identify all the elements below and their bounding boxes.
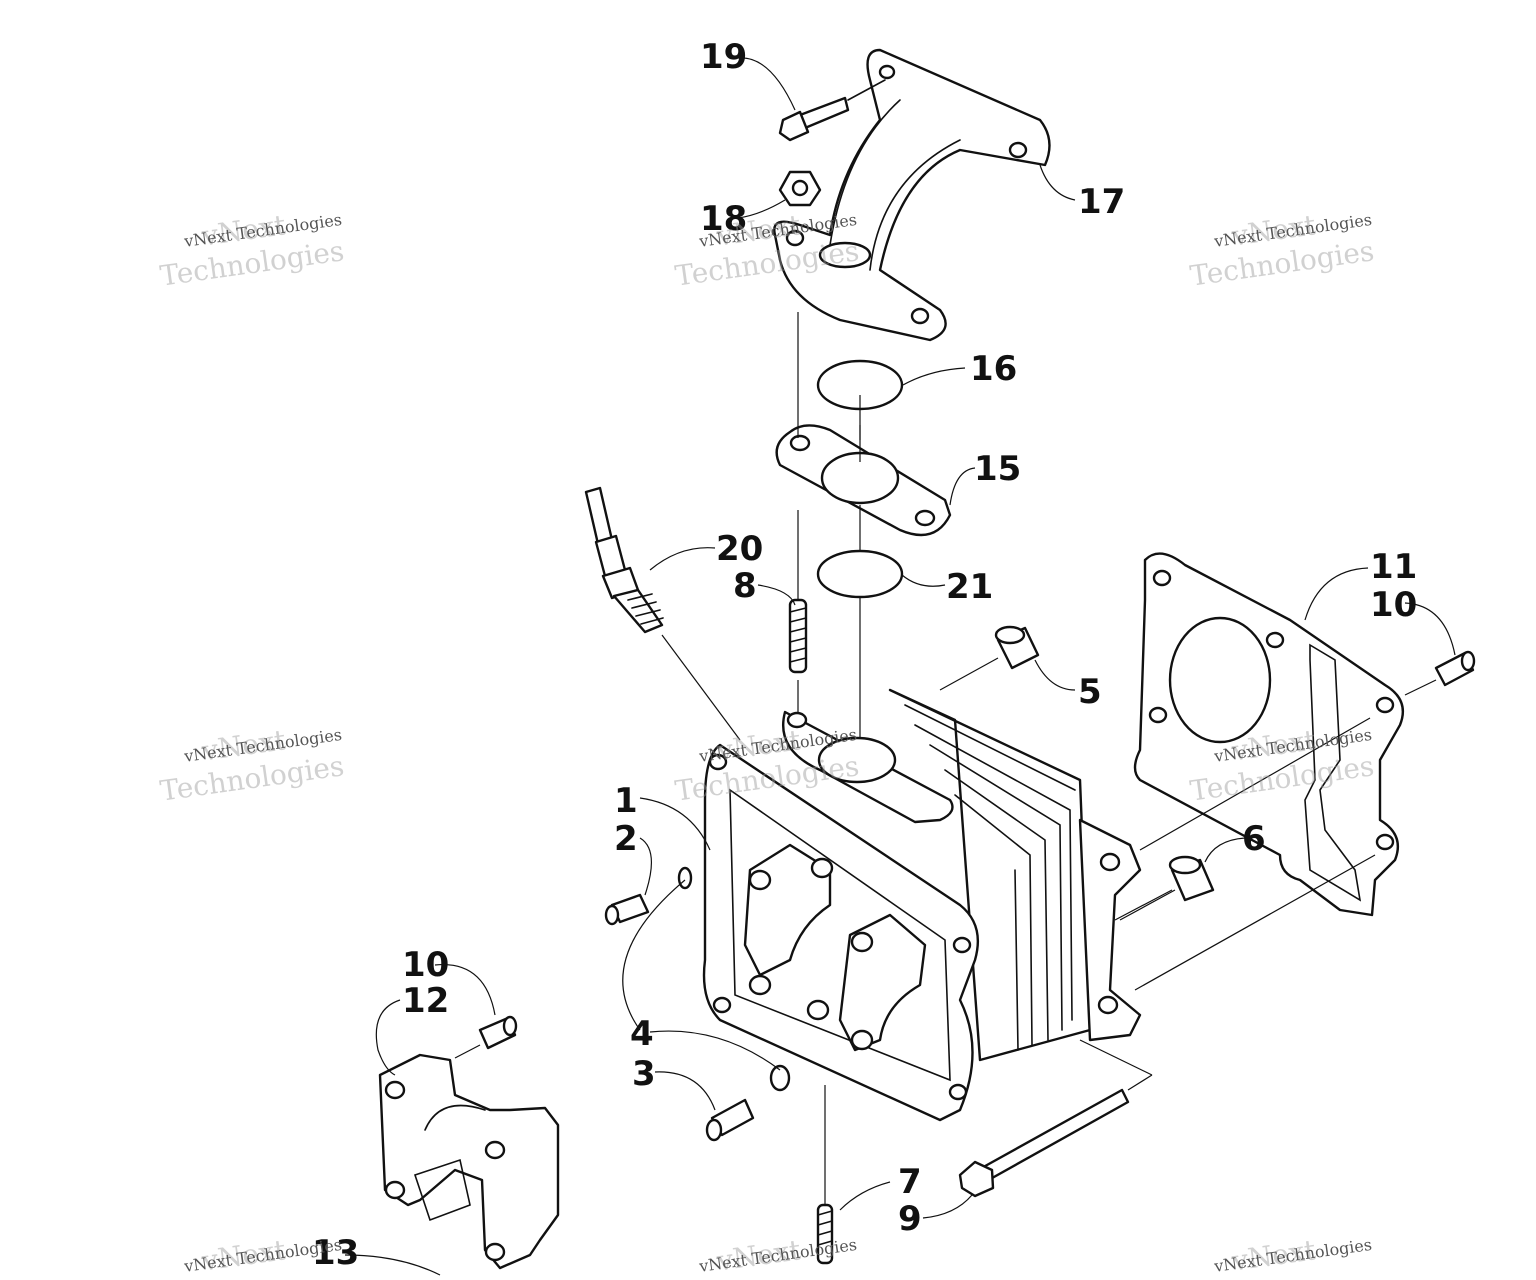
alignment-line [1119, 889, 1176, 921]
flange-gasket-part-15[interactable] [775, 424, 952, 537]
spark-plug-part-20[interactable] [584, 486, 741, 741]
stud-part-7[interactable] [816, 1085, 834, 1265]
callout-10-right: 10 [1370, 585, 1417, 625]
callout-3: 3 [632, 1054, 656, 1094]
dowel-pin-part-10-right[interactable] [1404, 650, 1476, 696]
callout-4: 4 [630, 1014, 654, 1054]
callout-20: 20 [716, 529, 763, 569]
callout-12: 12 [402, 981, 449, 1021]
dowel-pin-part-10-left[interactable] [454, 1015, 518, 1059]
long-bolt-part-9[interactable] [958, 1039, 1153, 1198]
callout-21: 21 [946, 567, 993, 607]
callout-18: 18 [700, 199, 747, 239]
bolt-part-19[interactable] [778, 79, 886, 142]
callout-15: 15 [974, 449, 1021, 489]
callout-labels: 19 18 17 16 15 20 8 21 11 10 5 1 2 6 10 … [312, 37, 1417, 1273]
callout-9: 9 [898, 1199, 922, 1239]
callout-leaders [344, 57, 1456, 1276]
exhaust-elbow-part-17[interactable] [773, 48, 1051, 342]
callout-17: 17 [1078, 182, 1125, 222]
callout-10-left: 10 [402, 945, 449, 985]
callout-19: 19 [700, 37, 747, 77]
alignment-line [1139, 717, 1371, 851]
callout-13: 13 [312, 1233, 359, 1273]
callout-16: 16 [970, 349, 1017, 389]
callout-8: 8 [733, 566, 757, 606]
alignment-line [1134, 854, 1376, 991]
cylinder-head-part-1[interactable] [702, 688, 1142, 1122]
bushing-part-5[interactable] [939, 625, 1040, 691]
callout-11: 11 [1370, 547, 1417, 587]
nut-part-18[interactable] [778, 170, 822, 207]
rocker-holder-part-12[interactable] [378, 1053, 560, 1270]
plug-part-2[interactable] [604, 866, 693, 926]
callout-2: 2 [614, 819, 638, 859]
head-gasket-part-11[interactable] [1133, 552, 1405, 917]
stud-part-8[interactable] [788, 598, 808, 674]
o-ring-part-21[interactable] [816, 549, 904, 599]
bushing-part-6[interactable] [1114, 855, 1215, 921]
callout-6: 6 [1242, 819, 1266, 859]
plug-part-3[interactable] [705, 1064, 791, 1142]
callout-7: 7 [898, 1162, 922, 1202]
callout-5: 5 [1078, 672, 1102, 712]
callout-1: 1 [614, 781, 638, 821]
